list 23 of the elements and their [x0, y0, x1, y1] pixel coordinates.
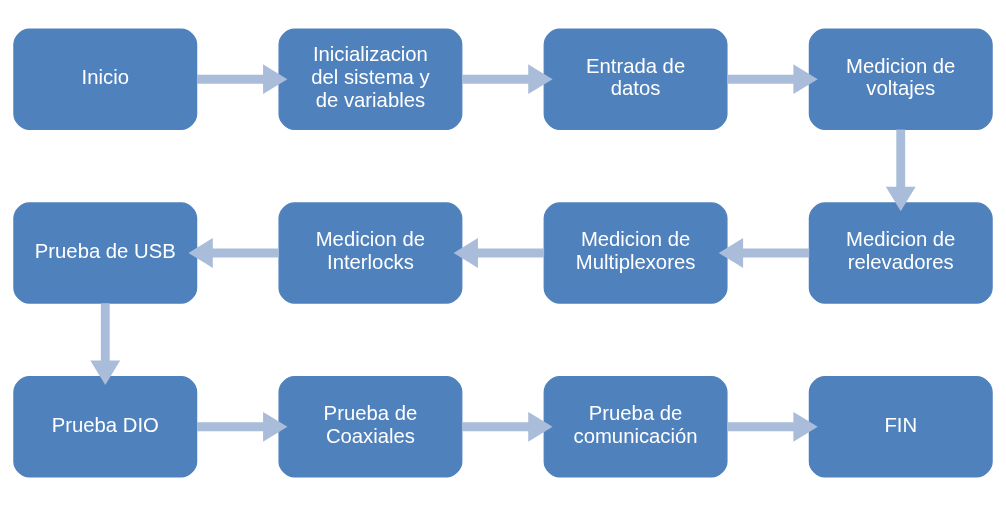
node-box: Prueba de USB: [13, 202, 198, 304]
arrow: [90, 303, 121, 385]
node-box: Medicion de relevadores: [808, 202, 993, 304]
node-box: FIN: [808, 376, 993, 478]
arrow: [462, 64, 553, 95]
arrow: [196, 64, 288, 95]
node-box: Medicion de voltajes: [808, 28, 993, 130]
arrow: [727, 411, 818, 442]
arrow: [196, 411, 288, 442]
node-box: Prueba de comunicación: [543, 376, 728, 478]
node-box: Inicio: [13, 28, 198, 130]
arrow: [885, 129, 916, 212]
node-box: Medicion de Multiplexores: [543, 202, 728, 304]
arrow: [718, 238, 810, 268]
node-box: Prueba de Coaxiales: [278, 376, 463, 478]
node-box: Inicializacion del sistema y de variables: [278, 28, 463, 130]
node-box: Entrada de datos: [543, 28, 728, 130]
node-box: Prueba DIO: [13, 376, 198, 478]
node-box: Medicion de Interlocks: [278, 202, 463, 304]
arrow: [188, 238, 279, 268]
arrow: [727, 64, 818, 95]
arrow: [453, 238, 545, 268]
arrow: [462, 411, 553, 442]
